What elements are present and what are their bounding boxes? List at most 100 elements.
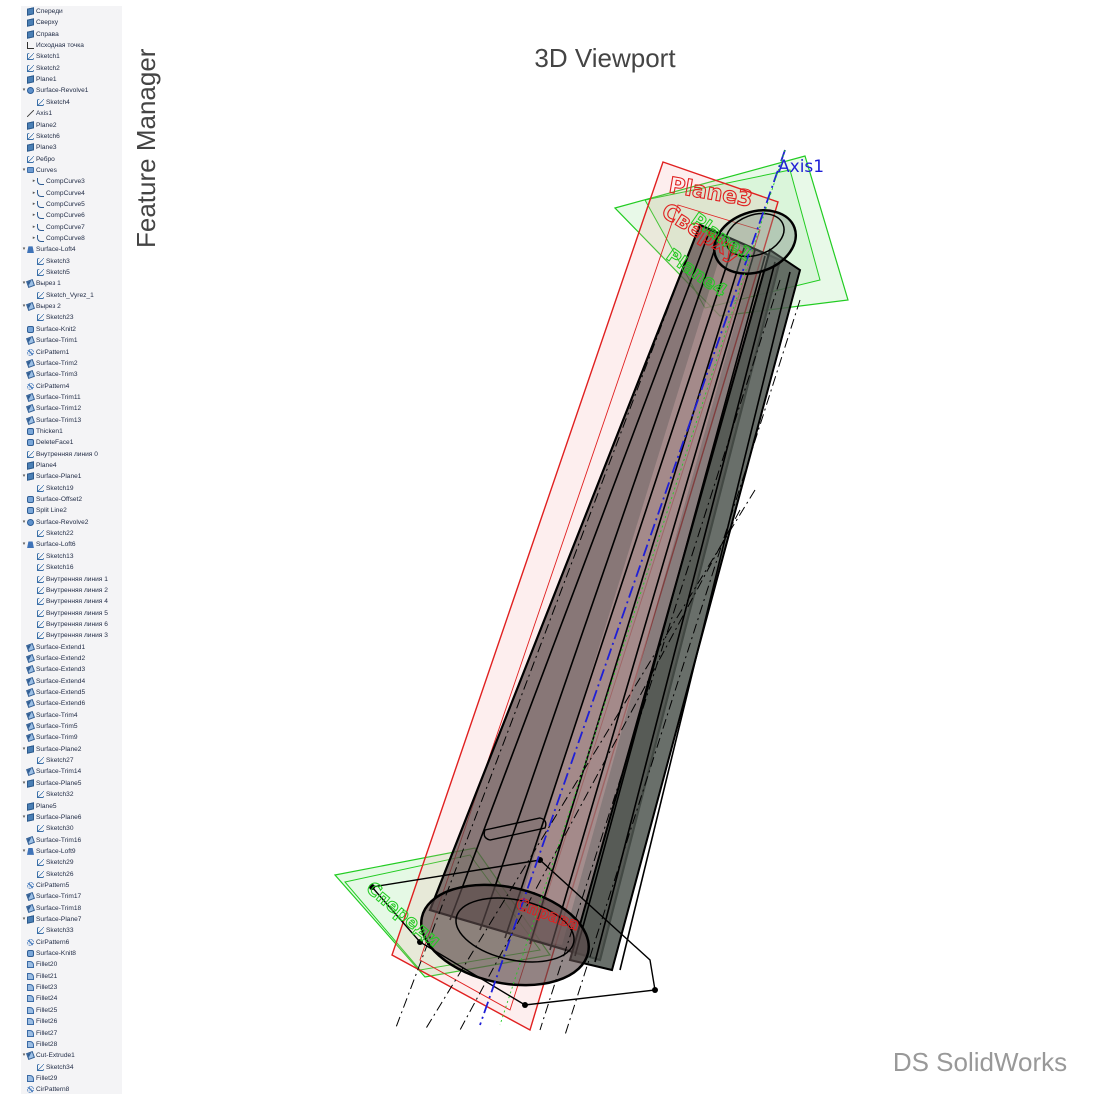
tree-item[interactable]: ▾Вырез 2 [21, 301, 61, 312]
tree-item[interactable]: Спереди [21, 6, 63, 17]
tree-item[interactable]: Surface-Trim9 [21, 732, 78, 743]
tree-item[interactable]: Surface-Trim14 [21, 766, 81, 777]
tree-item[interactable]: ▸CompCurve5 [31, 199, 85, 210]
tree-item[interactable]: Surface-Trim1 [21, 335, 78, 346]
tree-item[interactable]: ▾Surface-Plane1 [21, 471, 81, 482]
tree-item[interactable]: DeleteFace1 [21, 437, 73, 448]
chevron-right-icon[interactable]: ▸ [32, 223, 36, 230]
tree-item[interactable]: Sketch34 [31, 1062, 74, 1073]
tree-item[interactable]: Surface-Extend4 [21, 676, 85, 687]
tree-item[interactable]: ▾Surface-Plane2 [21, 744, 81, 755]
chevron-down-icon[interactable]: ▾ [22, 473, 26, 480]
tree-item[interactable]: Sketch23 [31, 312, 74, 323]
tree-item[interactable]: Fillet29 [21, 1073, 57, 1084]
chevron-down-icon[interactable]: ▾ [22, 813, 26, 820]
chevron-down-icon[interactable]: ▾ [22, 779, 26, 786]
tree-item[interactable]: Fillet27 [21, 1028, 57, 1039]
tree-item[interactable]: Surface-Offset2 [21, 494, 82, 505]
chevron-down-icon[interactable]: ▾ [22, 541, 26, 548]
tree-item[interactable]: Plane4 [21, 460, 57, 471]
tree-item[interactable]: ▸CompCurve8 [31, 233, 85, 244]
tree-item[interactable]: Внутренняя линия 0 [21, 449, 98, 460]
tree-item[interactable]: Fillet24 [21, 993, 57, 1004]
tree-item[interactable]: ▸CompCurve7 [31, 222, 85, 233]
tree-item[interactable]: Sketch16 [31, 562, 74, 573]
tree-item[interactable]: Внутренняя линия 4 [31, 596, 108, 607]
tree-item[interactable]: Внутренняя линия 3 [31, 630, 108, 641]
tree-item[interactable]: Sketch13 [31, 551, 74, 562]
tree-item[interactable]: Справа [21, 29, 59, 40]
chevron-down-icon[interactable]: ▾ [22, 916, 26, 922]
tree-item[interactable]: Sketch29 [31, 857, 74, 868]
tree-item[interactable]: CirPattern4 [21, 381, 69, 392]
tree-item[interactable]: Plane3 [21, 142, 57, 153]
tree-item[interactable]: Surface-Knit2 [21, 324, 76, 335]
tree-item[interactable]: Sketch30 [31, 823, 74, 834]
tree-item[interactable]: Plane5 [21, 801, 57, 812]
tree-item[interactable]: Sketch4 [31, 97, 70, 108]
tree-item[interactable]: Sketch32 [31, 789, 74, 800]
tree-item[interactable]: Внутренняя линия 6 [31, 619, 108, 630]
tree-item[interactable]: ▾Вырез 1 [21, 278, 61, 289]
tree-item[interactable]: Plane1 [21, 74, 57, 85]
chevron-down-icon[interactable]: ▾ [22, 303, 26, 310]
tree-item[interactable]: Sketch26 [31, 869, 74, 880]
chevron-down-icon[interactable]: ▾ [22, 246, 26, 253]
chevron-down-icon[interactable]: ▾ [22, 280, 26, 287]
tree-item[interactable]: Исходная точка [21, 40, 84, 51]
tree-item[interactable]: ▾Surface-Loft4 [21, 244, 76, 255]
tree-item[interactable]: Внутренняя линия 5 [31, 608, 108, 619]
tree-item[interactable]: Fillet23 [21, 982, 57, 993]
tree-item[interactable]: ▾Surface-Plane6 [21, 812, 81, 823]
tree-item[interactable]: Surface-Trim3 [21, 369, 78, 380]
tree-item[interactable]: Surface-Extend3 [21, 664, 85, 675]
tree-item[interactable]: Thicken1 [21, 426, 63, 437]
tree-item[interactable]: Surface-Extend1 [21, 642, 85, 653]
tree-item[interactable]: ▾Surface-Loft6 [21, 539, 76, 550]
tree-item[interactable]: Surface-Trim12 [21, 403, 81, 414]
3d-viewport[interactable]: Plane3 Сверху Plane1 Plane4 Спереди Спра… [300, 130, 880, 1040]
tree-item[interactable]: Sketch22 [31, 528, 74, 539]
tree-item[interactable]: Surface-Trim11 [21, 392, 81, 403]
tree-item[interactable]: Sketch2 [21, 63, 60, 74]
tree-item[interactable]: Sketch1 [21, 51, 60, 62]
tree-item[interactable]: Fillet20 [21, 959, 57, 970]
chevron-down-icon[interactable]: ▾ [22, 166, 26, 173]
chevron-right-icon[interactable]: ▸ [32, 178, 36, 185]
tree-item[interactable]: Split Line2 [21, 505, 67, 516]
tree-item[interactable]: ▾Surface-Revolve1 [21, 85, 88, 96]
tree-item[interactable]: ▾Surface-Plane7 [21, 914, 81, 925]
tree-item[interactable]: Plane2 [21, 120, 57, 131]
tree-item[interactable]: Surface-Trim2 [21, 358, 78, 369]
tree-item[interactable]: ▾Curves [21, 165, 57, 176]
tree-item[interactable]: ▸CompCurve3 [31, 176, 85, 187]
chevron-right-icon[interactable]: ▸ [32, 189, 36, 196]
chevron-right-icon[interactable]: ▸ [32, 212, 36, 219]
tree-item[interactable]: Surface-Trim16 [21, 835, 81, 846]
chevron-down-icon[interactable]: ▾ [22, 1052, 26, 1059]
tree-item[interactable]: Ребро [21, 154, 55, 165]
tree-item[interactable]: Sketch_Vyrez_1 [31, 290, 94, 301]
tree-item[interactable]: CirPattern8 [21, 1084, 69, 1094]
tree-item[interactable]: CirPattern5 [21, 880, 69, 891]
tree-item[interactable]: CirPattern1 [21, 347, 69, 358]
chevron-down-icon[interactable]: ▾ [22, 518, 26, 525]
tree-item[interactable]: ▸CompCurve4 [31, 188, 85, 199]
chevron-right-icon[interactable]: ▸ [32, 200, 36, 207]
tree-item[interactable]: ▾Surface-Loft9 [21, 846, 76, 857]
tree-item[interactable]: Surface-Extend6 [21, 698, 85, 709]
tree-item[interactable]: CirPattern6 [21, 937, 69, 948]
tree-item[interactable]: Surface-Knit8 [21, 948, 76, 959]
tree-item[interactable]: Sketch6 [21, 131, 60, 142]
tree-item[interactable]: Surface-Trim4 [21, 710, 78, 721]
chevron-down-icon[interactable]: ▾ [22, 847, 26, 854]
tree-item[interactable]: Fillet21 [21, 971, 57, 982]
tree-item[interactable]: ▾Surface-Revolve2 [21, 517, 88, 528]
tree-item[interactable]: Surface-Trim13 [21, 415, 81, 426]
tree-item[interactable]: Surface-Trim18 [21, 903, 81, 914]
tree-item[interactable]: Внутренняя линия 1 [31, 574, 108, 585]
tree-item[interactable]: Sketch3 [31, 256, 70, 267]
tree-item[interactable]: Fillet26 [21, 1016, 57, 1027]
tree-item[interactable]: ▸CompCurve6 [31, 210, 85, 221]
